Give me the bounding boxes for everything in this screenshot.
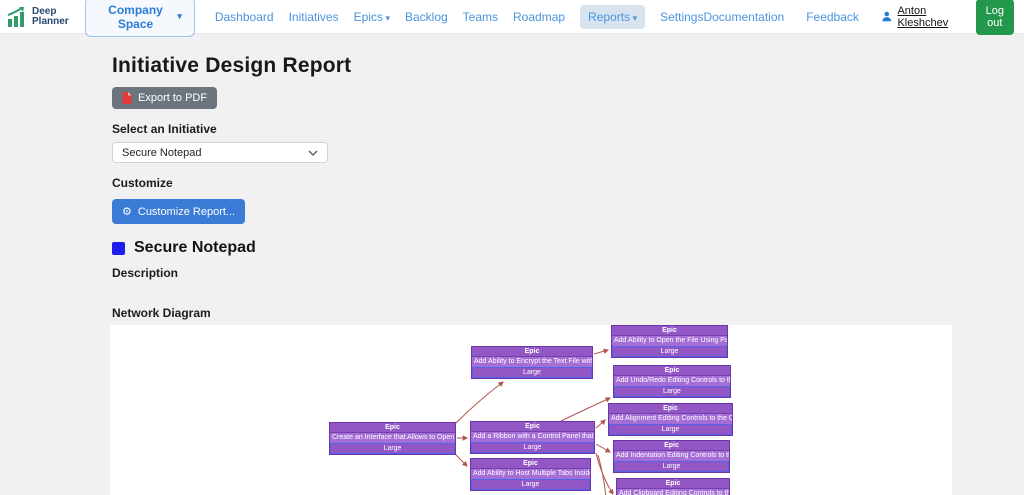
- epic-node-title: Create an Interface that Allows to Open …: [330, 433, 455, 443]
- user-name-link[interactable]: Anton Kleshchev: [897, 4, 949, 29]
- edge-ribbon-panel-to-alignment: [595, 419, 606, 429]
- epic-node-type: Epic: [612, 326, 727, 336]
- edge-ribbon-panel-to-numeric-list: [597, 454, 607, 495]
- app-logo: Deep Planner: [6, 6, 69, 28]
- chevron-down-icon: ▾: [177, 11, 182, 21]
- epic-node-title: Add Clipboard Editing Controls to the Ri…: [617, 489, 729, 495]
- epic-node-title: Add Ability to Host Multiple Tabs Inside…: [471, 469, 590, 479]
- gear-icon: ⚙: [122, 206, 132, 218]
- epic-node-size: Large: [330, 443, 455, 454]
- user-menu[interactable]: Anton Kleshchev: [881, 5, 954, 29]
- epic-node-type: Epic: [609, 404, 732, 414]
- initiative-select[interactable]: Secure Notepad: [112, 142, 328, 163]
- edge-ribbon-panel-to-indentation: [595, 443, 611, 453]
- epic-node-size: Large: [471, 479, 590, 490]
- customize-label: Customize: [112, 176, 173, 190]
- initiative-color-square: [112, 241, 125, 255]
- epic-node-type: Epic: [472, 347, 592, 357]
- select-initiative-label: Select an Initiative: [112, 122, 217, 136]
- user-avatar-icon: [882, 11, 892, 22]
- edge-encrypt-file-to-open-password: [593, 348, 610, 355]
- app-name: Deep Planner: [32, 5, 69, 27]
- epic-node-size: Large: [609, 424, 732, 435]
- epic-node-title: Add Indentation Editing Controls to the …: [614, 451, 729, 461]
- initiative-select-value: Secure Notepad: [122, 146, 202, 159]
- epic-node-type: Epic: [614, 366, 730, 376]
- customize-report-button[interactable]: ⚙ Customize Report...: [112, 199, 246, 224]
- initiative-heading: Secure Notepad: [112, 239, 1024, 257]
- export-pdf-button[interactable]: Export to PDF: [112, 87, 218, 109]
- nav-link-settings[interactable]: Settings: [660, 9, 704, 24]
- epic-node-title: Add Ability to Encrypt the Text File wit…: [472, 357, 592, 367]
- page-title: Initiative Design Report: [112, 54, 352, 77]
- initiative-heading-title: Secure Notepad: [134, 239, 256, 256]
- chevron-down-icon: ▾: [630, 12, 638, 23]
- nav-link-backlog[interactable]: Backlog: [404, 9, 448, 24]
- nav-link-roadmap[interactable]: Roadmap: [513, 9, 566, 24]
- nav-link-reports[interactable]: Reports ▾: [580, 4, 646, 29]
- bar-chart-logo-icon: [7, 6, 24, 27]
- customize-report-label: Customize Report...: [137, 205, 236, 218]
- epic-node-title: Add a Ribbon with a Control Panel that w…: [471, 432, 594, 442]
- edge-ribbon-panel-to-undo-redo: [560, 397, 612, 422]
- main-content: Initiative Design Report Export to PDF S…: [0, 34, 1024, 495]
- description-label: Description: [112, 266, 179, 280]
- nav-link-teams[interactable]: Teams: [462, 9, 499, 24]
- export-pdf-label: Export to PDF: [138, 92, 208, 104]
- epic-node-title: Add Undo/Redo Editing Controls to the Ri…: [614, 376, 730, 386]
- logout-button[interactable]: Log out: [975, 0, 1014, 35]
- nav-link-epics[interactable]: Epics ▾: [353, 9, 390, 24]
- top-navbar: Deep Planner Company Space ▾ Dashboard In…: [0, 0, 1024, 37]
- chevron-down-icon: ▾: [382, 12, 390, 23]
- company-space-button[interactable]: Company Space ▾: [84, 0, 195, 37]
- epic-node-type: Epic: [471, 459, 590, 469]
- epic-node-type: Epic: [617, 479, 729, 489]
- pdf-file-icon: [122, 92, 132, 104]
- epic-node-type: Epic: [614, 441, 729, 451]
- nav-links: Dashboard Initiatives Epics ▾ Backlog Teams R…: [214, 4, 704, 29]
- company-space-label: Company Space: [108, 2, 163, 31]
- epic-node-size: Large: [614, 386, 730, 397]
- epic-node-size: Large: [612, 346, 727, 357]
- network-diagram-label: Network Diagram: [112, 306, 211, 320]
- nav-link-feedback[interactable]: Feedback: [806, 9, 859, 24]
- nav-link-documentation[interactable]: Documentation: [703, 9, 785, 24]
- epic-node-size: Large: [472, 367, 592, 378]
- epic-node-size: Large: [471, 442, 594, 453]
- epic-node-title: Add Alignment Editing Controls to the Co…: [609, 414, 732, 424]
- nav-link-dashboard[interactable]: Dashboard: [214, 9, 274, 24]
- nav-right: Documentation Feedback Anton Kleshchev Lo…: [703, 0, 1014, 35]
- epic-node-type: Epic: [471, 422, 594, 432]
- edge-create-interface-to-encrypt-file: [455, 381, 504, 424]
- epic-node-size: Large: [614, 461, 729, 472]
- epic-node-title: Add Ability to Open the File Using Passw…: [612, 336, 727, 346]
- epic-node-type: Epic: [330, 423, 455, 433]
- nav-link-initiatives[interactable]: Initiatives: [288, 9, 339, 24]
- chevron-down-icon: [308, 150, 318, 156]
